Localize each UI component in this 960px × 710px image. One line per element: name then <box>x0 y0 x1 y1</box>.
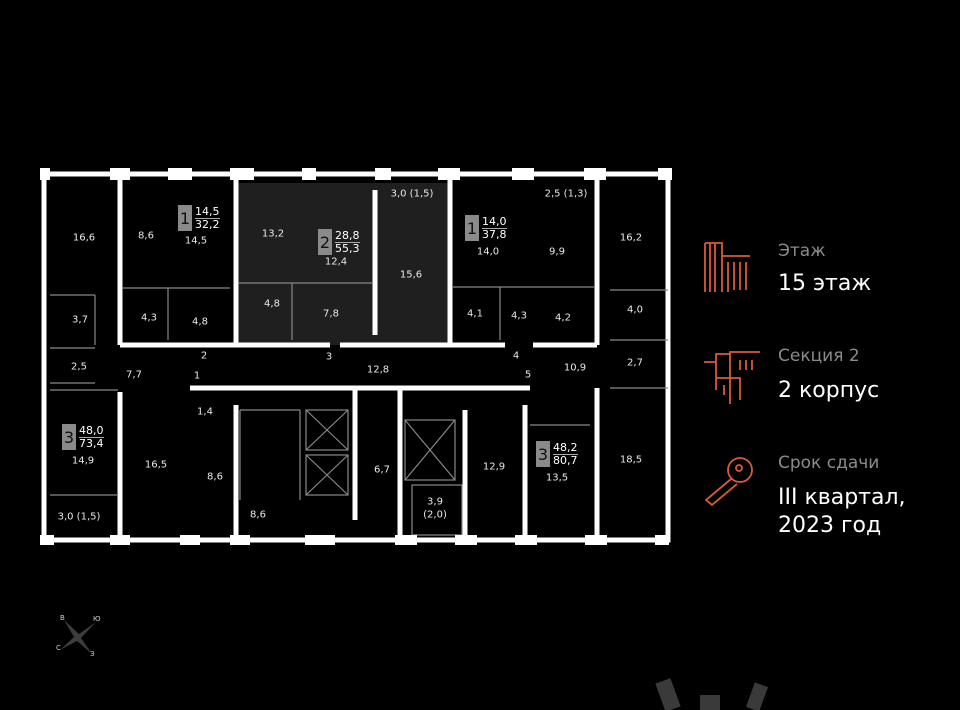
room-area: 4,3 <box>511 310 527 322</box>
section-icon <box>704 351 760 404</box>
compass-label: С <box>56 644 61 652</box>
room-area: 3,0 (1,5) <box>57 511 101 523</box>
room-count: 1 <box>465 215 479 241</box>
room-area: 2,5 (1,3) <box>544 188 588 200</box>
living-area: 14,5 <box>195 204 220 219</box>
room-area: 10,9 <box>563 362 587 374</box>
room-area: 6,7 <box>374 464 390 476</box>
room-area: 4,0 <box>627 304 643 316</box>
building-floor-icon <box>704 242 750 292</box>
room-count: 3 <box>536 441 550 467</box>
room-area: 8,6 <box>250 509 266 521</box>
living-area: 48,2 <box>553 440 578 455</box>
living-area: 48,0 <box>79 423 104 438</box>
room-area: 16,2 <box>619 232 643 244</box>
window-piers <box>40 168 672 545</box>
compass-label: Ю <box>93 615 101 623</box>
door-number: 2 <box>200 350 208 362</box>
door-number: 5 <box>524 369 532 381</box>
room-area: 1,4 <box>197 406 213 418</box>
room-area: 3,0 (1,5) <box>390 188 434 200</box>
room-area: 7,8 <box>323 308 339 320</box>
room-area: 14,9 <box>71 455 95 467</box>
room-area: 12,8 <box>366 364 390 376</box>
room-area: 2,7 <box>627 357 643 369</box>
room-area: 14,5 <box>184 235 208 247</box>
room-area: 4,3 <box>141 312 157 324</box>
room-area: 13,2 <box>261 228 285 240</box>
compass: В Ю С З <box>52 612 102 662</box>
building-silhouettes <box>655 678 769 710</box>
room-area: 15,6 <box>399 269 423 281</box>
floor-value: 15 этаж <box>778 271 872 296</box>
section-value: 2 корпус <box>778 378 880 403</box>
total-area: 32,2 <box>195 217 220 231</box>
living-area: 28,8 <box>335 228 360 243</box>
room-count: 1 <box>178 205 192 231</box>
apartment-2-highlight <box>236 183 450 345</box>
door-number: 1 <box>193 370 201 382</box>
section-label: Секция 2 <box>778 346 860 366</box>
deadline-label: Срок сдачи <box>778 453 880 473</box>
room-area: 4,2 <box>555 312 571 324</box>
room-area: 12,9 <box>482 461 506 473</box>
room-area: 16,6 <box>72 232 96 244</box>
room-area: 3,7 <box>72 314 88 326</box>
room-area: 4,1 <box>467 308 483 320</box>
room-area: 2,5 <box>71 361 87 373</box>
deadline-value-line2: 2023 год <box>778 513 882 538</box>
room-area: 9,9 <box>549 246 565 258</box>
deadline-value-line1: III квартал, <box>778 485 906 510</box>
compass-label: В <box>60 614 65 622</box>
room-area: 16,5 <box>144 459 168 471</box>
room-area: 18,5 <box>619 454 643 466</box>
door-number: 4 <box>512 350 520 362</box>
room-area: 3,9 <box>427 496 443 508</box>
room-count: 3 <box>62 424 76 450</box>
door-number: 3 <box>325 351 333 363</box>
compass-star-icon <box>60 620 96 654</box>
room-area: 7,7 <box>126 369 142 381</box>
room-area: 8,6 <box>207 471 223 483</box>
partitions <box>50 282 668 536</box>
room-area: 4,8 <box>264 298 280 310</box>
room-area: 8,6 <box>138 230 154 242</box>
compass-label: З <box>90 650 95 658</box>
total-area: 37,8 <box>482 227 507 241</box>
room-area: (2,0) <box>423 509 447 521</box>
room-area: 4,8 <box>192 316 208 328</box>
key-icon <box>704 457 753 507</box>
living-area: 14,0 <box>482 214 507 229</box>
room-area: 12,4 <box>324 256 348 268</box>
floor-label: Этаж <box>778 241 826 261</box>
walls <box>41 171 671 543</box>
total-area: 73,4 <box>79 436 104 450</box>
total-area: 55,3 <box>335 241 360 255</box>
room-count: 2 <box>318 229 332 255</box>
room-area: 13,5 <box>545 472 569 484</box>
total-area: 80,7 <box>553 453 578 467</box>
room-area: 14,0 <box>476 246 500 258</box>
